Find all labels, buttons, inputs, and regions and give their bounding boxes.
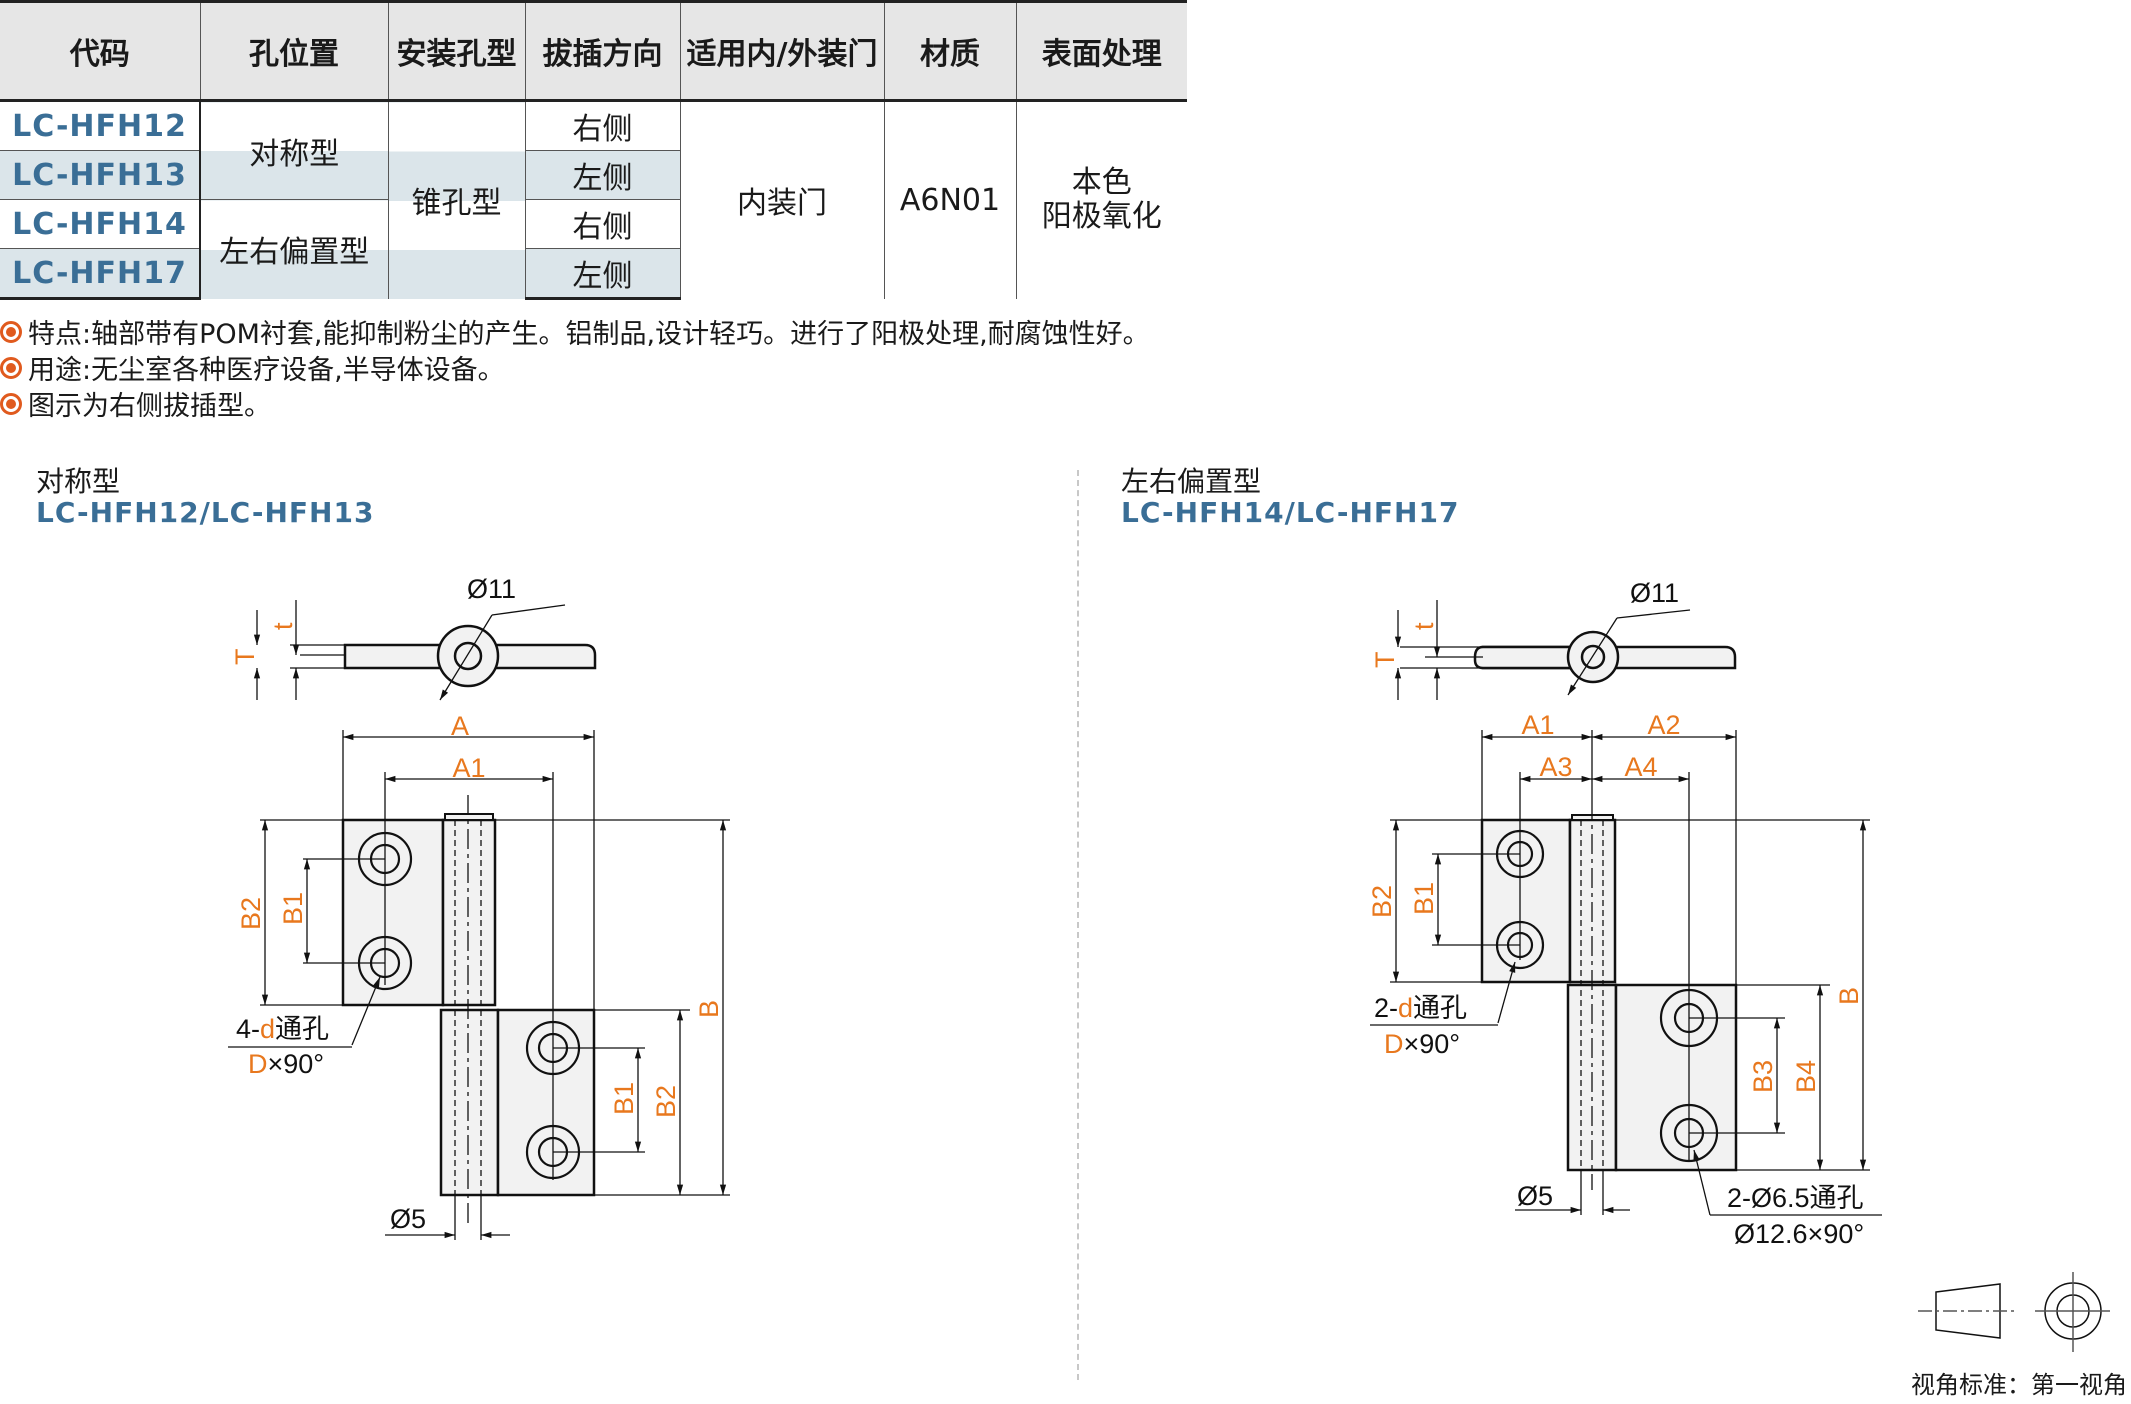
dim-A3-label: A3 — [1539, 752, 1572, 782]
right-drawing: Ø11 T t A1 A2 A3 A4 B2 B1 B B4 B3 2-d通孔 … — [1367, 578, 1882, 1249]
dim-B1-lower-label: B1 — [609, 1082, 639, 1115]
csk-note: D×90° — [248, 1049, 324, 1079]
right-section-codes[interactable]: LC-HFH14/LC-HFH17 — [1121, 496, 1460, 529]
dim-B1-label: B1 — [278, 892, 308, 925]
pin-dia-label: Ø5 — [390, 1204, 426, 1234]
dim-T-label: T — [1370, 652, 1400, 669]
surface-cell: 本色 阳极氧化 — [1015, 100, 1187, 299]
mount-hole-type-label: 锥孔型 — [411, 186, 502, 222]
direction-cell: 右侧 — [524, 100, 680, 151]
material-cell: A6N01 — [883, 100, 1016, 299]
dim-B1-label: B1 — [1409, 882, 1439, 915]
csk-note: D×90° — [1384, 1029, 1460, 1059]
dim-B4-label: B4 — [1791, 1060, 1821, 1093]
left-section-title: 对称型 — [36, 465, 121, 498]
left-drawing: Ø11 A A1 T t B2 B1 B B2 B1 4-d通孔 D×90° Ø… — [228, 574, 730, 1240]
dim-t-label: t — [268, 622, 298, 630]
table-row: LC-HFH13 左侧 — [0, 150, 1187, 200]
surface-line-2: 阳极氧化 — [1041, 199, 1162, 235]
hole-position-cell: 对称型 — [199, 100, 388, 200]
code-cell[interactable]: LC-HFH17 — [0, 248, 201, 300]
dim-t-label: t — [1409, 622, 1439, 630]
header-mount-hole-type: 安装孔型 — [387, 0, 525, 102]
dim-B-label: B — [694, 1000, 724, 1018]
projection-standard-label: 视角标准：第一视角 — [1911, 1371, 2127, 1399]
surface-line-1: 本色 — [1071, 165, 1132, 201]
hole-note: 2-d通孔 — [1374, 993, 1467, 1023]
dim-B2-lower-label: B2 — [651, 1085, 681, 1118]
note-text: 特点:轴部带有POM衬套,能抑制粉尘的产生。铝制品,设计轻巧。进行了阳极处理,耐… — [28, 319, 1150, 350]
first-angle-projection-icon — [1918, 1272, 2110, 1352]
note-usage: 用途:无尘室各种医疗设备,半导体设备。 — [0, 348, 505, 387]
dim-B3-label: B3 — [1748, 1060, 1778, 1093]
hole2-note-line1: 2-Ø6.5通孔 — [1727, 1183, 1864, 1213]
header-direction: 拔插方向 — [524, 0, 680, 102]
code-cell[interactable]: LC-HFH13 — [0, 150, 201, 200]
dim-A1-label: A1 — [452, 753, 485, 783]
dia-top-label: Ø11 — [1630, 578, 1679, 608]
note-text: 用途:无尘室各种医疗设备,半导体设备。 — [28, 355, 505, 386]
direction-cell: 右侧 — [524, 199, 680, 249]
dim-A1-label: A1 — [1521, 710, 1554, 740]
hole-position-label: 对称型 — [249, 136, 340, 172]
header-code: 代码 — [0, 0, 200, 102]
direction-cell: 左侧 — [524, 150, 680, 200]
bullet-icon — [0, 356, 22, 379]
dim-T-label: T — [230, 649, 260, 666]
note-text: 图示为右侧拔插型。 — [28, 391, 271, 422]
header-hole-position: 孔位置 — [199, 0, 388, 102]
hole-position-cell: 左右偏置型 — [199, 199, 388, 299]
header-door-type: 适用内/外装门 — [679, 0, 884, 102]
note-feature: 特点:轴部带有POM衬套,能抑制粉尘的产生。铝制品,设计轻巧。进行了阳极处理,耐… — [0, 312, 1150, 351]
header-material: 材质 — [883, 0, 1016, 102]
hole2-note-line2: Ø12.6×90° — [1734, 1219, 1864, 1249]
door-type-cell: 内装门 — [679, 100, 884, 299]
hole-note: 4-d通孔 — [236, 1014, 329, 1044]
left-section-codes[interactable]: LC-HFH12/LC-HFH13 — [36, 496, 375, 529]
top-view — [253, 600, 597, 701]
table-header-row: 代码 孔位置 安装孔型 拔插方向 适用内/外装门 材质 表面处理 — [0, 0, 1187, 102]
dim-A-label: A — [451, 711, 469, 741]
hinge-front-view — [341, 795, 596, 1225]
table-row: LC-HFH12 对称型 锥孔型 右侧 内装门 A6N01 本色 阳极氧化 — [0, 100, 1187, 299]
bullet-icon — [0, 392, 22, 415]
dim-B2-label: B2 — [236, 897, 266, 930]
dim-B2-label: B2 — [1367, 885, 1397, 918]
code-cell[interactable]: LC-HFH12 — [0, 100, 201, 151]
dim-B-label: B — [1834, 987, 1864, 1005]
hole-position-label: 左右偏置型 — [219, 235, 370, 271]
right-section-title: 左右偏置型 — [1121, 465, 1262, 498]
note-illustration: 图示为右侧拔插型。 — [0, 384, 271, 423]
hinge-front-view — [1480, 800, 1738, 1190]
mount-hole-type-cell: 锥孔型 — [387, 100, 525, 299]
dim-A2-label: A2 — [1647, 710, 1680, 740]
table-row: LC-HFH17 左侧 — [0, 248, 1187, 300]
section-divider — [1077, 470, 1079, 1380]
top-view — [1394, 600, 1737, 700]
spec-table: 代码 孔位置 安装孔型 拔插方向 适用内/外装门 材质 表面处理 LC-HFH1… — [0, 0, 1187, 300]
code-cell[interactable]: LC-HFH14 — [0, 199, 201, 249]
header-surface: 表面处理 — [1015, 0, 1187, 102]
pin-dia-label: Ø5 — [1517, 1181, 1553, 1211]
bullet-icon — [0, 320, 22, 343]
direction-cell: 左侧 — [524, 248, 680, 300]
dia-top-label: Ø11 — [467, 574, 516, 604]
table-row: LC-HFH14 左右偏置型 右侧 — [0, 199, 1187, 299]
dim-A4-label: A4 — [1624, 752, 1657, 782]
